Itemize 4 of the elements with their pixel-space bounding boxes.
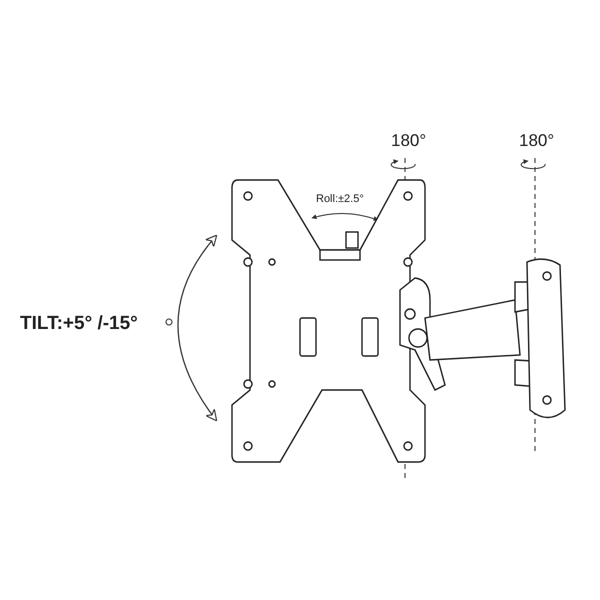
angle-label: 180° xyxy=(391,132,426,149)
angle-label: 180° xyxy=(519,132,554,149)
tilt-label: TILT:+5° /-15° xyxy=(20,314,138,333)
roll-label: Roll:±2.5° xyxy=(316,194,364,205)
